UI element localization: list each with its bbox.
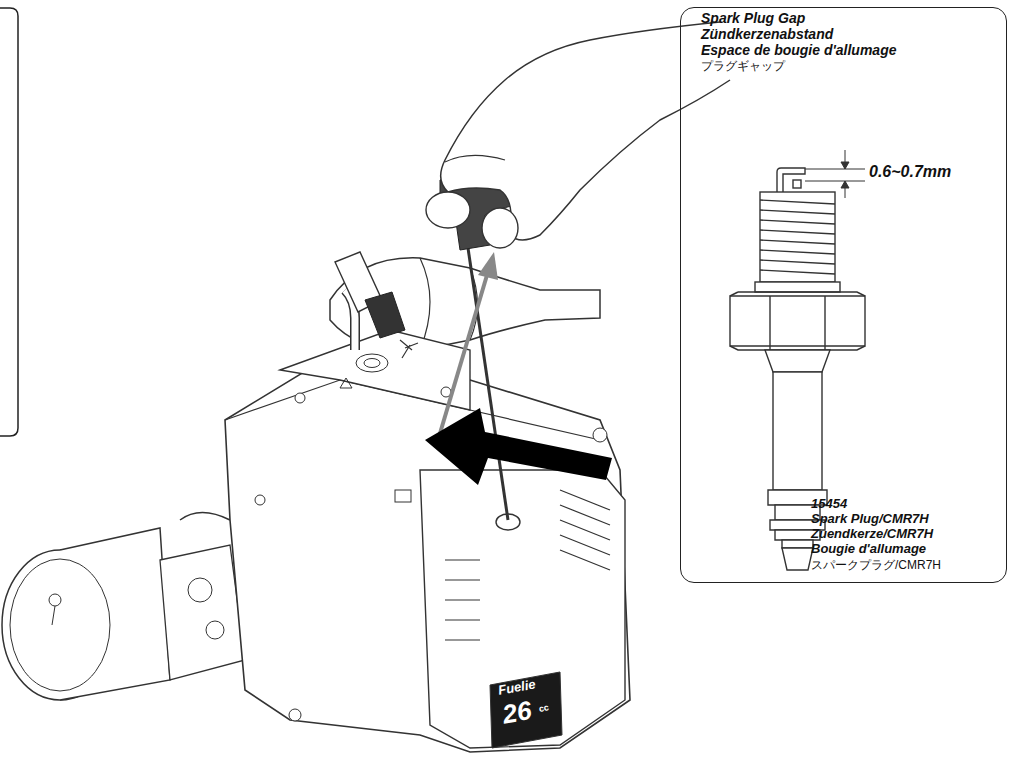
- callout-frame: [0, 8, 18, 436]
- heading-text: Espace de bougie d'allumage: [701, 42, 897, 58]
- unit-label: cc: [538, 702, 550, 714]
- part-name: Zuendkerze/CMR7H: [811, 526, 933, 541]
- heading-text: Spark Plug Gap: [701, 10, 805, 26]
- heading-text: Zündkerzenabstand: [701, 26, 833, 42]
- part-name: スパークプラグ/CMR7H: [811, 557, 941, 574]
- carburetor: [160, 545, 245, 680]
- gap-dimension: 0.6~0.7mm: [869, 163, 951, 181]
- heading-text: プラグギャップ: [701, 58, 785, 75]
- displacement-label: 26: [500, 695, 534, 731]
- hand: [441, 22, 730, 240]
- starter-cover: [420, 470, 625, 748]
- part-number: 15454: [811, 496, 847, 511]
- spark-plug-drawing: [730, 150, 865, 570]
- part-name: Bougie d'allumage: [811, 541, 926, 556]
- info-panel: Spark Plug GapZündkerzenabstandEspace de…: [680, 7, 1007, 583]
- brand-plate: [490, 672, 562, 748]
- pointer-arrow: [425, 408, 612, 485]
- part-name: Spark Plug/CMR7H: [811, 511, 929, 526]
- engine-body: [225, 350, 630, 752]
